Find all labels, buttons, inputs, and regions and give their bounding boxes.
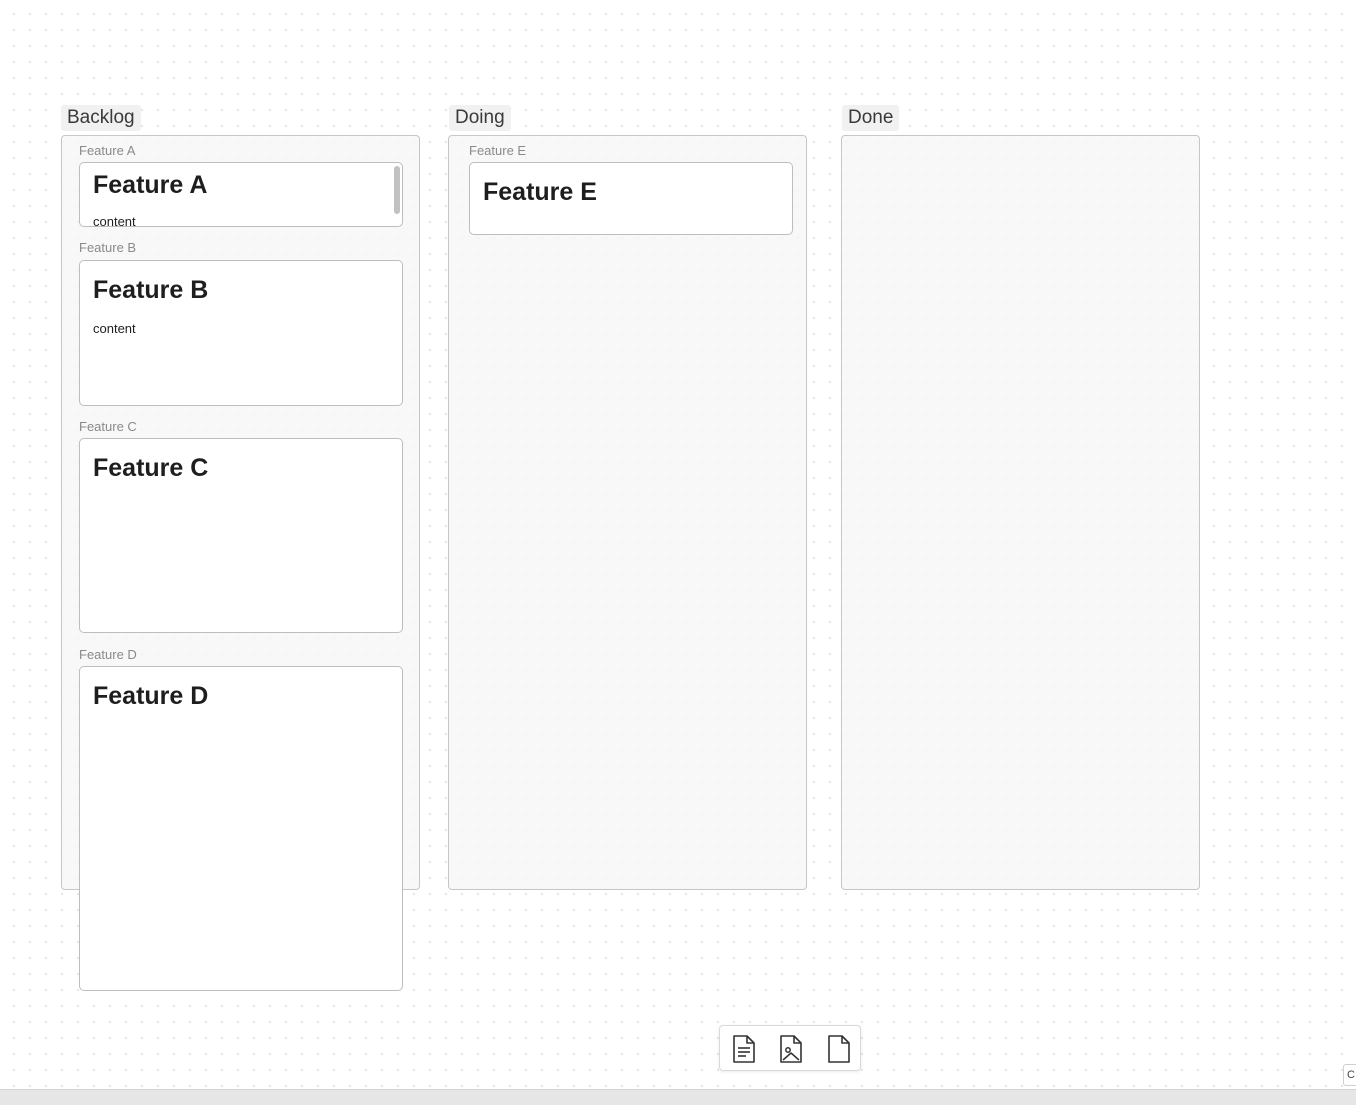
card-label-feature-e: Feature E [469, 143, 527, 158]
card-body: content [93, 214, 136, 227]
text-document-icon [733, 1035, 755, 1063]
card-feature-a[interactable]: Feature A content [79, 162, 403, 227]
card-label-feature-b: Feature B [79, 240, 137, 255]
card-title: Feature E [483, 178, 597, 206]
card-title: Feature B [93, 276, 209, 304]
card-feature-c[interactable]: Feature C [79, 438, 403, 633]
card-feature-b[interactable]: Feature B content [79, 260, 403, 406]
card-scrollbar[interactable] [394, 166, 400, 214]
card-feature-d[interactable]: Feature D [79, 666, 403, 991]
column-doing[interactable] [448, 135, 807, 890]
card-title: Feature C [93, 454, 209, 482]
add-blank-card-button[interactable] [824, 1034, 854, 1064]
card-body: content [93, 321, 136, 336]
column-done[interactable] [841, 135, 1200, 890]
column-label-done: Done [842, 105, 900, 131]
corner-control-stub[interactable]: C [1343, 1064, 1356, 1086]
card-title: Feature A [93, 171, 208, 199]
add-image-button[interactable] [776, 1034, 806, 1064]
card-title: Feature D [93, 682, 209, 710]
card-label-feature-a: Feature A [79, 143, 136, 158]
blank-document-icon [828, 1035, 850, 1063]
image-document-icon [780, 1035, 802, 1063]
column-label-doing: Doing [449, 105, 511, 131]
card-feature-e[interactable]: Feature E [469, 162, 793, 235]
bottom-scrollbar-track[interactable] [0, 1089, 1356, 1105]
card-label-feature-c: Feature C [79, 419, 137, 434]
column-label-backlog: Backlog [61, 105, 141, 131]
shape-toolbar [719, 1025, 861, 1071]
card-label-feature-d: Feature D [79, 647, 137, 662]
add-text-note-button[interactable] [729, 1034, 759, 1064]
